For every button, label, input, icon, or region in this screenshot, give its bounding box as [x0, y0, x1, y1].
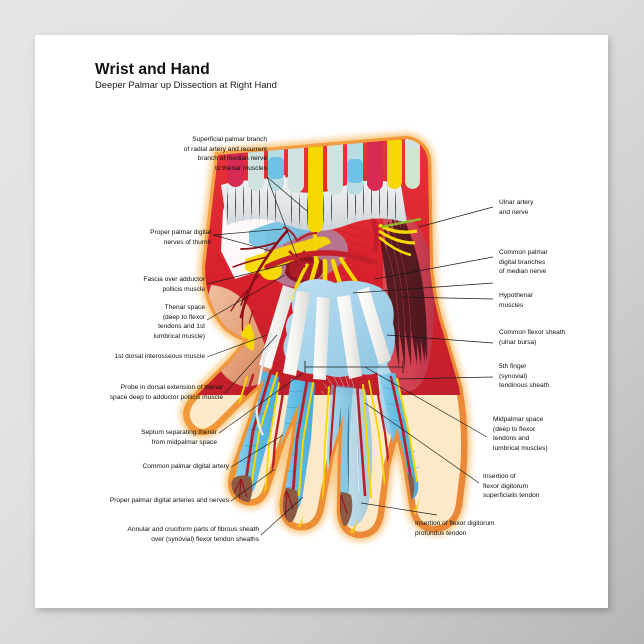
leader-common-palmar-digital-branches-2: [352, 282, 494, 294]
leader-ulnar-artery-nerve: [418, 206, 494, 228]
leader-fascia-adductor: [206, 263, 288, 285]
leader-hypothenar-muscles: [400, 296, 494, 300]
leader-superficial-palmar-branch-2: [266, 176, 298, 258]
label-insertion-flexor-digitorum-superficialis: Insertion of flexor digitorum superficia…: [483, 473, 540, 500]
leader-proper-palmar-digital-nerves-thumb: [212, 228, 284, 236]
flexor-tendons: [259, 285, 391, 380]
leader-annular-cruciform: [260, 496, 304, 536]
leader-superficial-palmar-branch: [266, 176, 308, 212]
page-subtitle: Deeper Palmar up Dissection at Right Han…: [95, 79, 277, 91]
leader-common-palmar-digital-branches: [374, 256, 494, 280]
leader-first-dorsal-interosseous: [206, 334, 268, 358]
label-common-palmar-digital-artery: Common palmar digital artery: [142, 463, 229, 470]
poster-sheet: Wrist and Hand Deeper Palmar up Dissecti…: [35, 35, 608, 608]
label-probe-dorsal-extension-thenar-space: Probe in dorsal extension of thenar spac…: [109, 384, 223, 401]
superficial-palmar-arch: [264, 250, 378, 270]
leader-insertion-fds: [364, 402, 480, 484]
label-septum-separating-thenar: Septum separating thenar from midpalmar …: [141, 429, 217, 446]
label-proper-palmar-digital-nerves-thumb: Proper palmar digital nerves of thumb: [150, 229, 211, 246]
label-1st-dorsal-interosseous-muscle: 1st dorsal interosseous muscle: [114, 353, 205, 360]
label-fascia-over-adductor-pollicis: Fascia over adductor pollicis muscle: [143, 276, 205, 293]
label-5th-finger-tendinous-sheath: 5th finger (synovial) tendinous sheath: [499, 363, 550, 390]
thumb-nerve-tip: [241, 323, 255, 351]
label-thenar-space: Thenar space (deep to flexor tendons and…: [153, 304, 205, 340]
leader-insertion-fdp: [360, 502, 438, 516]
leader-thenar-space: [206, 274, 286, 321]
leader-proper-palmar-digital-arteries-nerves: [230, 468, 276, 502]
label-hypothenar-muscles: Hypothenar muscles: [499, 292, 534, 309]
leader-midpalmar-space: [364, 366, 488, 438]
label-insertion-flexor-digitorum-profundus: Insertion of flexor digitorum profundus …: [415, 520, 495, 537]
leader-lines: [206, 176, 494, 536]
leader-septum: [218, 372, 304, 434]
ulnar-artery-nerve: [370, 217, 422, 257]
leader-proper-palmar-digital-nerves-thumb-2: [212, 234, 272, 252]
label-annular-cruciform-fibrous-sheath: Annular and cruciform parts of fibrous s…: [127, 526, 259, 543]
label-midpalmar-space: Midpalmar space (deep to flexor tendons …: [493, 416, 548, 452]
label-superficial-palmar-branch: Superficial palmar branch of radial arte…: [183, 136, 267, 172]
leader-fifth-finger-sheath: [398, 376, 494, 380]
page-title: Wrist and Hand: [95, 61, 210, 78]
label-ulnar-artery-and-nerve: Ulnar artery and nerve: [499, 199, 534, 216]
leader-common-flexor-sheath: [386, 334, 494, 344]
title-block: Wrist and Hand Deeper Palmar up Dissecti…: [95, 61, 277, 91]
leader-probe-dorsal: [224, 334, 278, 394]
hand-illustration: [180, 132, 471, 542]
label-proper-palmar-digital-arteries-nerves: Proper palmar digital arteries and nerve…: [109, 497, 229, 504]
label-common-flexor-sheath: Common flexor sheath (ulnar bursa): [499, 329, 566, 346]
leader-common-palmar-digital-artery: [230, 434, 284, 468]
forearm-tendon-cross-section: [227, 139, 420, 233]
label-common-palmar-digital-branches-median-nerve: Common palmar digital branches of median…: [499, 249, 548, 276]
